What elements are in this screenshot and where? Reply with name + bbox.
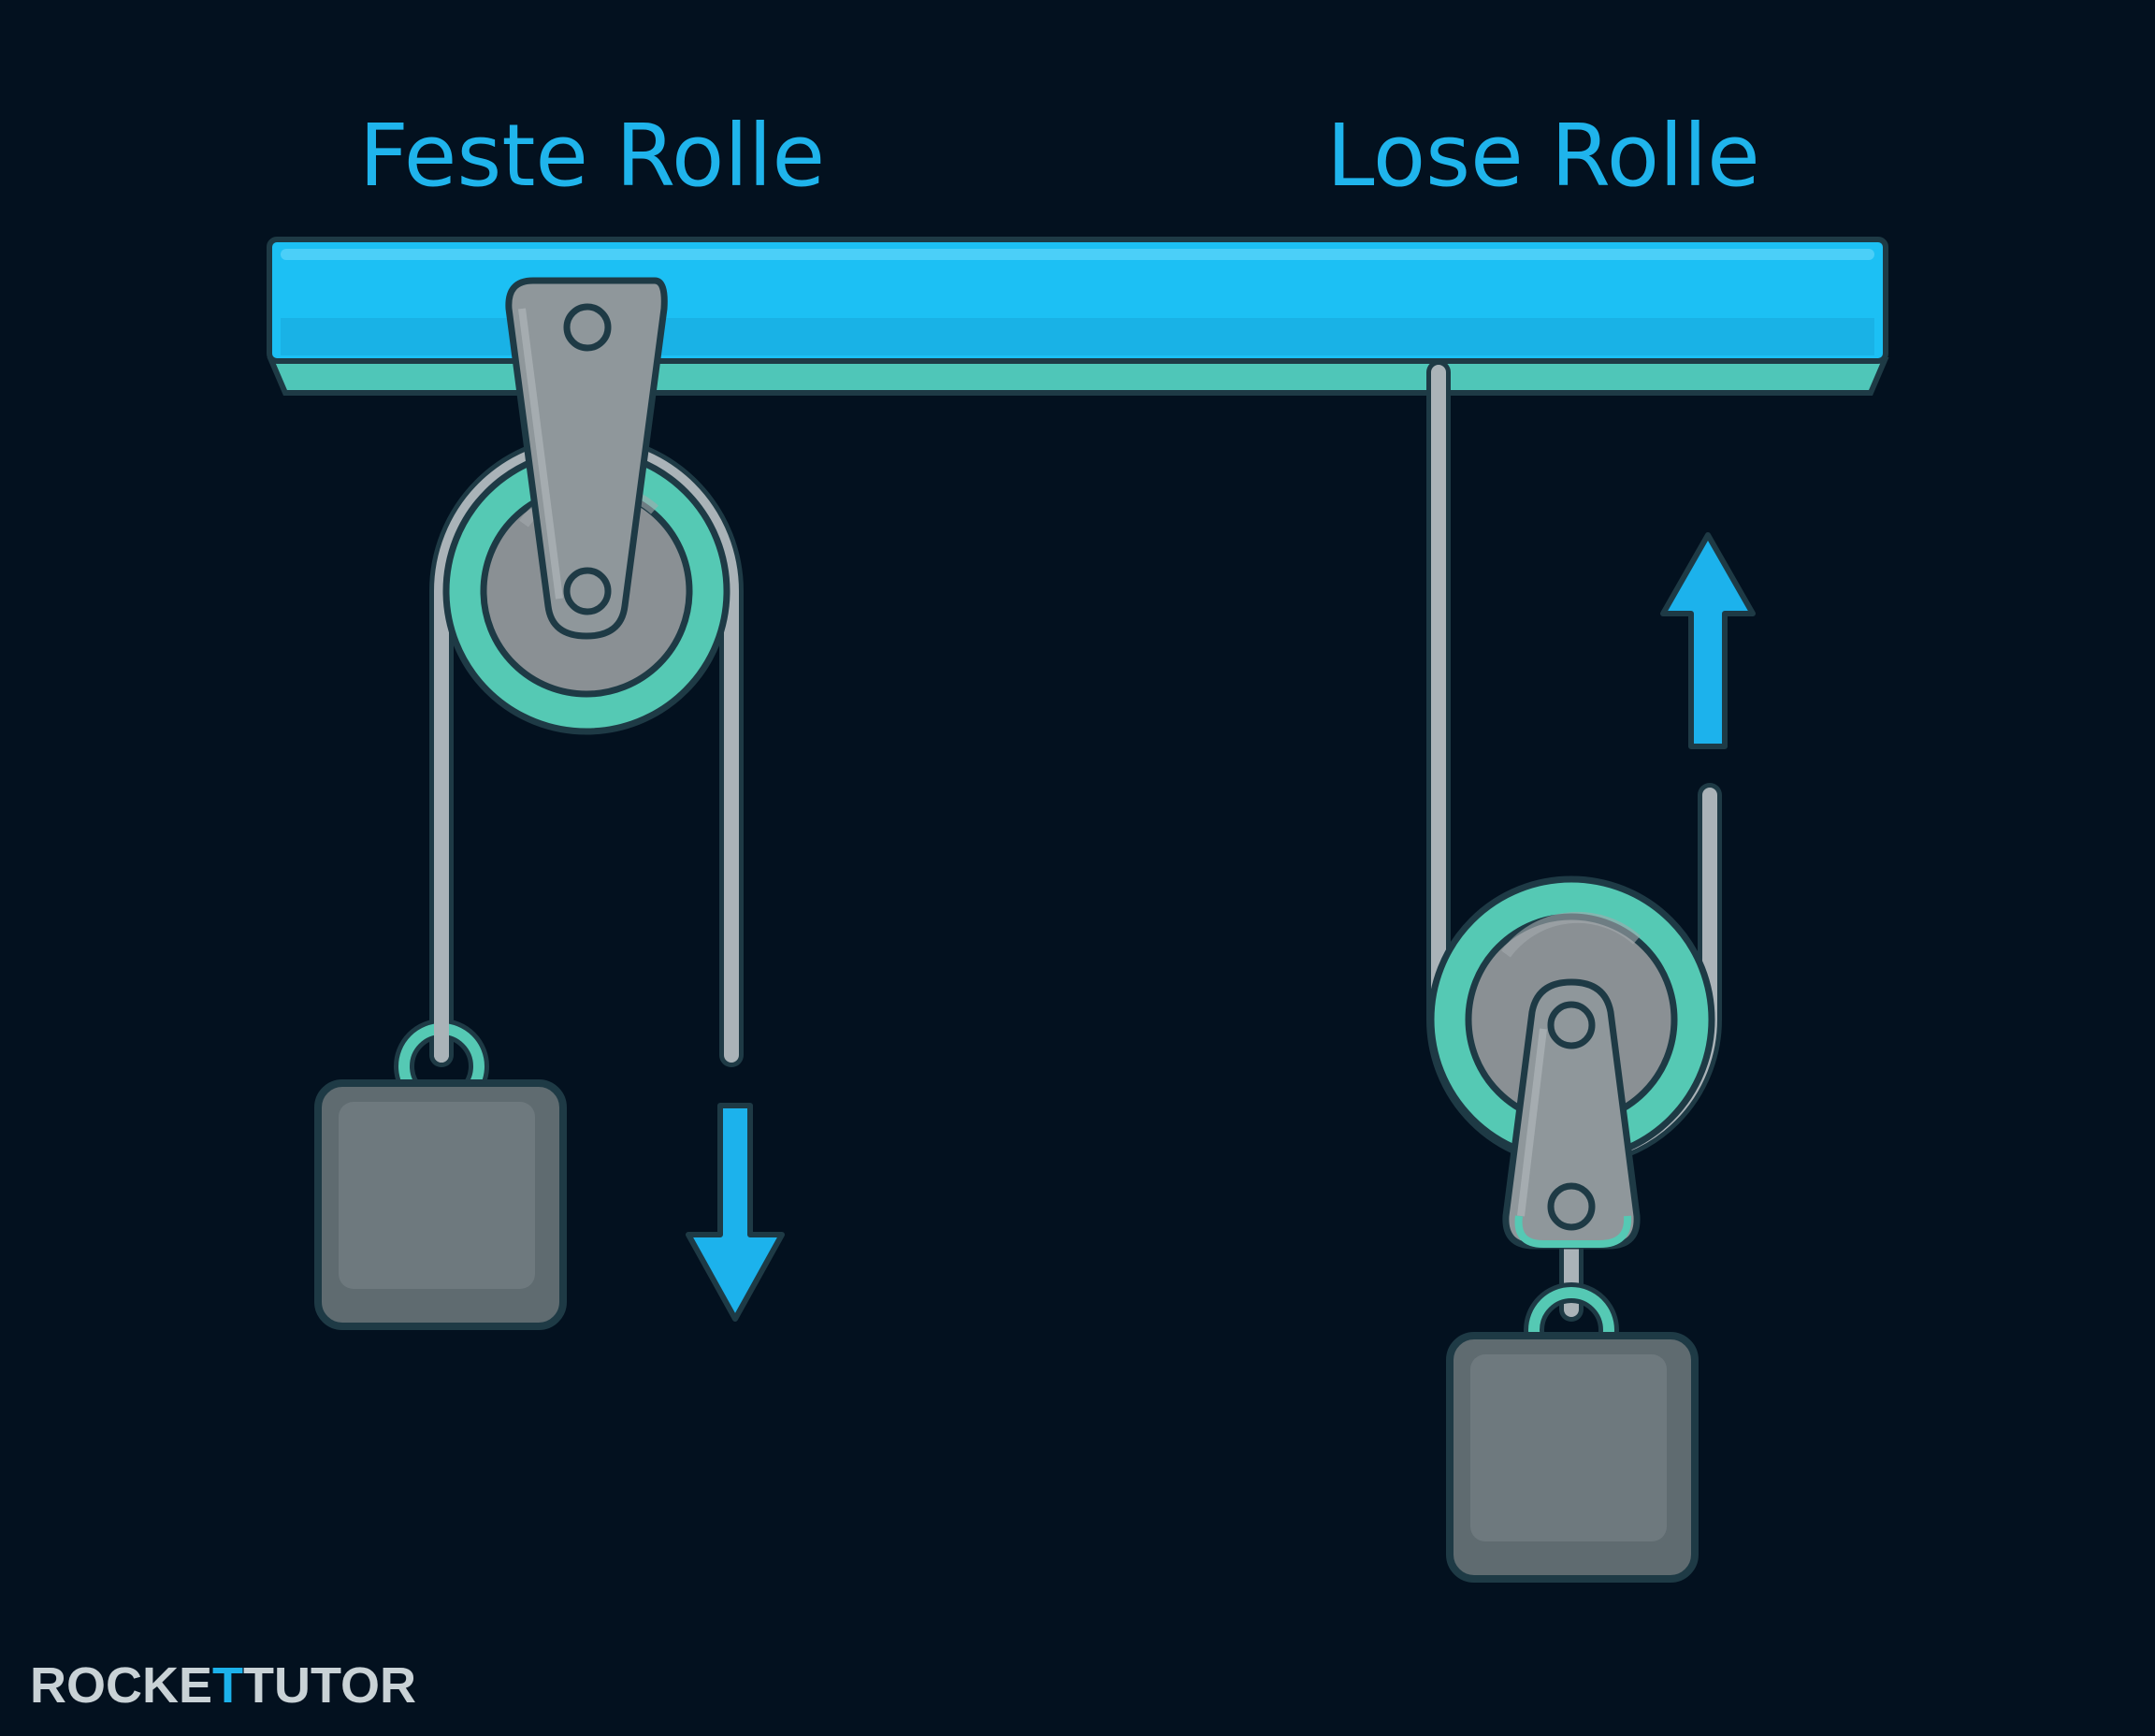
logo-text-rocke: ROCKE xyxy=(30,1657,212,1714)
arrow-down-icon xyxy=(686,1103,785,1322)
axle-bolt xyxy=(563,567,612,615)
movable-pulley-assembly xyxy=(1426,360,1756,1583)
movable-axle-bolt xyxy=(1547,1001,1596,1049)
ceiling-beam xyxy=(267,237,1889,396)
movable-bracket-bolt xyxy=(1547,1182,1596,1231)
fixed-pulley-bracket xyxy=(505,277,668,640)
logo-text-t: T xyxy=(212,1657,243,1714)
bracket-bolt-top xyxy=(563,303,612,352)
arrow-up-icon xyxy=(1660,532,1756,749)
label-movable-pulley: Lose Rolle xyxy=(1326,106,1760,206)
label-fixed-pulley: Feste Rolle xyxy=(359,106,825,206)
logo-text-tutor: TUTOR xyxy=(243,1657,416,1714)
svg-text:ROCKETTUTOR: ROCKETTUTOR xyxy=(30,1657,416,1714)
brand-logo: ROCKETTUTOR xyxy=(30,1657,416,1714)
fixed-pulley-assembly xyxy=(314,277,785,1330)
